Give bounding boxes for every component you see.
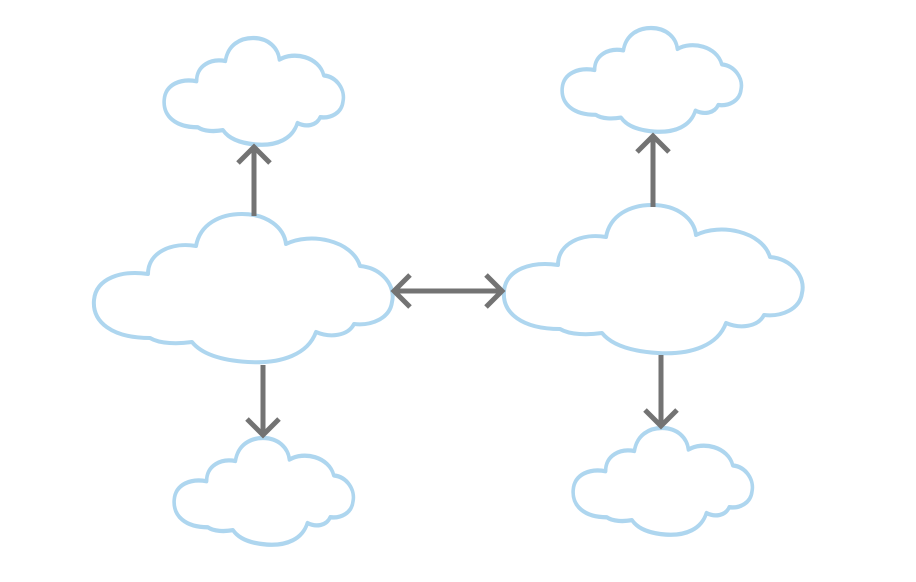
arrow-left-hub-to-left-top — [236, 143, 272, 216]
arrow-left-hub-to-left-bottom — [245, 365, 281, 439]
cloud-node-left-bottom — [172, 435, 356, 547]
cloud-node-left-top — [162, 35, 346, 147]
cloud-node-right-top — [560, 25, 744, 134]
arrow-bidirectional-hubs — [390, 273, 506, 309]
cloud-node-right-bottom — [571, 425, 755, 537]
arrow-right-hub-to-right-top — [635, 132, 671, 207]
cloud-node-right-hub — [501, 203, 805, 356]
cloud-node-left-hub — [91, 212, 395, 365]
arrow-right-hub-to-right-bottom — [643, 355, 679, 430]
